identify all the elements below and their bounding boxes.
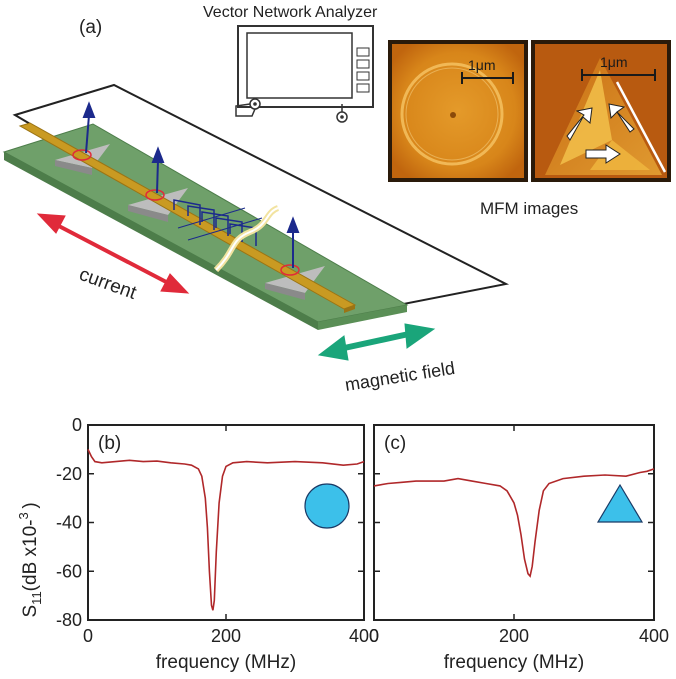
x-tick-label: 0 <box>83 626 93 646</box>
current-arrow <box>36 213 190 294</box>
cable <box>235 103 256 117</box>
x-tick-label: 400 <box>639 626 669 646</box>
mfm-caption: MFM images <box>480 199 578 218</box>
precession-orbit <box>72 149 92 161</box>
vna-button <box>356 71 370 81</box>
mfm-image-triangle: 1μm <box>531 40 671 182</box>
triangle-marker <box>596 483 644 523</box>
series-line <box>87 449 365 611</box>
y-tick-label: -40 <box>56 513 82 533</box>
panel-a: (a) Vector Network Analyzer <box>2 4 671 395</box>
vna-button <box>356 47 370 57</box>
circle-marker <box>304 483 350 529</box>
x-tick-label: 200 <box>499 626 529 646</box>
spin-arrows <box>82 101 300 268</box>
x-axis-label: frequency (MHz) <box>444 652 584 673</box>
x-tick-label: 0 <box>369 626 379 646</box>
vna-title: Vector Network Analyzer <box>203 4 378 21</box>
panel-label: (c) <box>384 433 406 454</box>
current-label: current <box>76 264 139 304</box>
panel-a-label: (a) <box>79 17 102 38</box>
scale-bar-label: 1μm <box>468 57 496 73</box>
precession-orbit <box>280 264 300 276</box>
y-tick-label: -60 <box>56 561 82 581</box>
mfm-image-circle: 1μm <box>388 40 528 182</box>
y-tick-label: -20 <box>56 464 82 484</box>
substrate-edge <box>4 152 318 330</box>
vna-instrument <box>237 25 374 123</box>
y-tick-label: 0 <box>72 415 82 435</box>
precession-orbit <box>145 189 165 201</box>
x-axis-label: frequency (MHz) <box>156 652 296 673</box>
field-lines <box>173 199 263 246</box>
chart-panel-c: 0 200 400 (c) frequency (MHz) <box>369 424 669 673</box>
vna-button <box>356 83 370 93</box>
magnetization-arrows <box>566 103 635 164</box>
field-arrow <box>317 323 436 361</box>
vna-screen <box>246 32 353 99</box>
field-label: magnetic field <box>343 358 456 395</box>
x-tick-label: 200 <box>211 626 241 646</box>
vna-button <box>356 59 370 69</box>
edge-highlight <box>615 81 667 173</box>
y-tick-label: -80 <box>56 610 82 630</box>
scale-bar-label: 1μm <box>600 54 628 70</box>
vortex-core <box>450 112 456 118</box>
x-tick-label: 400 <box>349 626 379 646</box>
panel-label: (b) <box>98 433 121 454</box>
series-line <box>373 468 655 578</box>
y-axis-label: S11(dB x10-3 ) <box>16 502 44 617</box>
